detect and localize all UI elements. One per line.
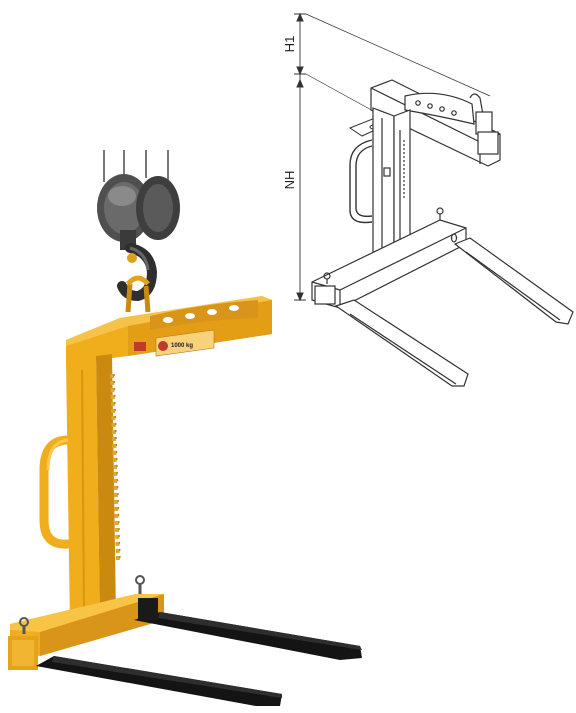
hoist-block [97,174,180,250]
drawing-top-beam [370,79,501,167]
hoist-ropes [103,150,169,182]
dimension-label-h1: H1 [282,36,297,53]
technical-drawing: H1 NH [282,12,574,387]
drawing-forks [334,237,574,387]
lifting-shackle [125,275,151,313]
dimension-lines [294,12,491,302]
drawing-mast [372,107,411,265]
drawing-handle [349,139,373,224]
mast-handle [39,435,73,549]
balance-chain [110,373,121,561]
crane-fork-base [8,575,164,670]
crane-fork-tines [36,598,362,706]
capacity-label: 1000 kg [171,343,193,349]
dimension-label-nh: NH [282,171,297,190]
drawing-base-frame [311,207,467,309]
warning-sticker [134,342,146,351]
capacity-plate: 1000 kg [155,329,215,357]
product-photo: 1000 kg [8,150,362,706]
crane-fork-mast [66,354,116,626]
